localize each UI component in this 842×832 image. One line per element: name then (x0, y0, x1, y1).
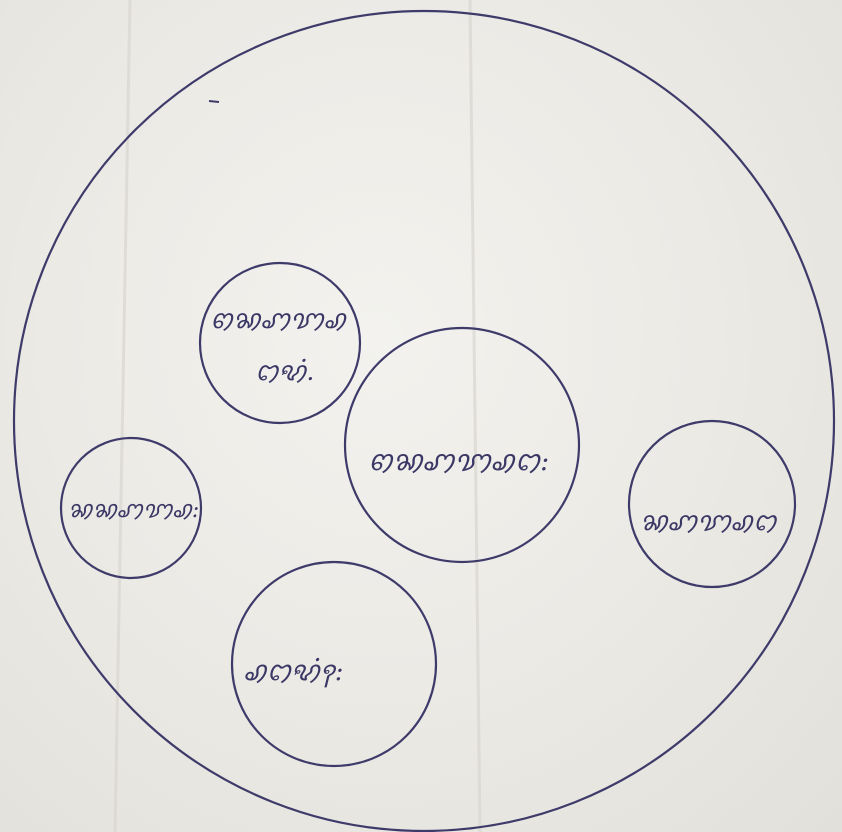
node-center: ꩅꩆꩇꩈꩉꩊ: (343, 326, 581, 564)
node-label-line: ꩆꩇꩈꩉꩊ (640, 507, 778, 536)
node-top-left: ꩅꩆꩇꩈꩉ ꩊꩋꩌ. (198, 261, 362, 425)
outer-circle (13, 10, 835, 832)
node-circle (59, 436, 203, 580)
node-circle (627, 419, 797, 589)
paper-fold (113, 0, 132, 832)
pen-mark (208, 100, 220, 103)
node-circle (198, 261, 362, 425)
node-right: ꩆꩇꩈꩉꩊ (627, 419, 797, 589)
node-label-line: ꩅꩆꩇꩈꩉ (210, 305, 347, 334)
node-circle (230, 560, 438, 768)
node-left: ꩆꩆꩇꩈꩉ: (59, 436, 203, 580)
node-label-line: ꩆꩆꩇꩈꩉ: (68, 498, 199, 523)
node-label-line: ꩅꩆꩇꩈꩉꩊ: (368, 446, 549, 477)
node-label-line: ꩊꩋꩌ. (255, 357, 314, 386)
node-label-line: ꩉꩊꩋꩌꩍ: (243, 657, 344, 688)
node-circle (343, 326, 581, 564)
node-bottom: ꩉꩊꩋꩌꩍ: (230, 560, 438, 768)
paper-fold (468, 0, 482, 832)
